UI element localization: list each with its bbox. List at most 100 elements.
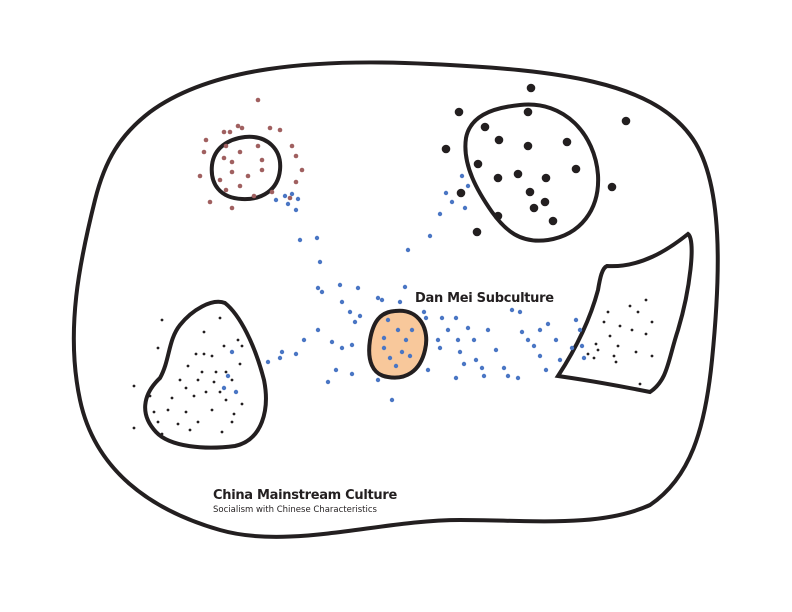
- blue-dots: [221, 173, 587, 403]
- blue-dot: [315, 327, 321, 333]
- black-dot: [202, 352, 206, 356]
- black-dot: [607, 182, 617, 192]
- blue-dot: [297, 237, 303, 243]
- black-dot: [236, 338, 240, 342]
- black-dot: [238, 362, 242, 366]
- blue-dot: [381, 335, 387, 341]
- black-group-boundary: [463, 102, 601, 243]
- black-dot: [493, 173, 503, 183]
- brown-dot: [237, 183, 243, 189]
- blue-dot: [225, 373, 231, 379]
- black-dot: [540, 197, 550, 207]
- blue-dot: [545, 321, 551, 327]
- black-dot: [166, 408, 170, 412]
- brown-dot: [237, 149, 243, 155]
- brown-dot: [293, 179, 299, 185]
- blue-dot: [399, 349, 405, 355]
- blue-dot: [393, 363, 399, 369]
- black-dot: [218, 390, 222, 394]
- blue-dot: [577, 327, 583, 333]
- blue-dot: [427, 233, 433, 239]
- black-dot: [650, 320, 654, 324]
- blue-dot: [375, 377, 381, 383]
- blue-dot: [403, 337, 409, 343]
- black-dot: [493, 211, 503, 221]
- left-group-boundary: [143, 299, 268, 450]
- blue-dot: [557, 357, 563, 363]
- blue-dot: [493, 347, 499, 353]
- black-dot: [618, 324, 622, 328]
- blue-dot: [355, 285, 361, 291]
- blue-dot: [315, 285, 321, 291]
- brown-dot: [223, 187, 229, 193]
- black-dot: [621, 116, 631, 126]
- blue-dot: [473, 357, 479, 363]
- black-dot: [608, 334, 612, 338]
- blue-dot: [285, 201, 291, 207]
- black-dot: [210, 408, 214, 412]
- black-dot: [594, 342, 598, 346]
- mainstream-label: China Mainstream Culture: [213, 488, 397, 503]
- black-dot: [188, 428, 192, 432]
- blue-dot: [501, 365, 507, 371]
- black-dot: [176, 422, 180, 426]
- black-dot: [132, 426, 136, 430]
- brown-group-boundary: [209, 134, 283, 202]
- black-dot: [196, 378, 200, 382]
- blue-dot: [301, 337, 307, 343]
- brown-dot: [197, 173, 203, 179]
- brown-dot: [293, 153, 299, 159]
- black-dot: [614, 360, 618, 364]
- blue-dot: [471, 337, 477, 343]
- black-dots-large: [441, 83, 631, 237]
- brown-dot: [259, 167, 265, 173]
- blue-dot: [509, 307, 515, 313]
- blue-dot: [339, 299, 345, 305]
- blue-dot: [314, 235, 320, 241]
- black-dot: [596, 348, 600, 352]
- blue-dot: [349, 342, 355, 348]
- black-dot: [224, 370, 228, 374]
- blue-dot: [515, 375, 521, 381]
- blue-dot: [407, 353, 413, 359]
- black-dot: [562, 137, 572, 147]
- black-dot: [650, 354, 654, 358]
- black-dot: [529, 203, 539, 213]
- blue-dot: [405, 247, 411, 253]
- mainstream-culture-boundary: [71, 60, 720, 539]
- blue-dot: [465, 325, 471, 331]
- black-dot: [630, 328, 634, 332]
- blue-dot: [229, 349, 235, 355]
- black-dots-small: [132, 298, 654, 436]
- black-dot: [606, 310, 610, 314]
- blue-dot: [349, 371, 355, 377]
- blue-dot: [357, 313, 363, 319]
- brown-dot: [289, 143, 295, 149]
- black-dot: [184, 386, 188, 390]
- black-dot: [513, 169, 523, 179]
- blue-dot: [459, 173, 465, 179]
- black-dot: [441, 144, 451, 154]
- blue-dot: [295, 196, 301, 202]
- black-dot: [602, 320, 606, 324]
- blue-dot: [445, 327, 451, 333]
- blue-dot: [531, 343, 537, 349]
- blue-dot: [455, 337, 461, 343]
- black-dot: [586, 352, 590, 356]
- black-dot: [526, 83, 536, 93]
- brown-dot: [239, 125, 245, 131]
- brown-dot: [229, 159, 235, 165]
- brown-dot: [287, 195, 293, 201]
- black-dot: [616, 344, 620, 348]
- black-dot: [156, 420, 160, 424]
- blue-dot: [385, 317, 391, 323]
- black-dot: [202, 330, 206, 334]
- black-dot: [454, 107, 464, 117]
- black-dot: [204, 390, 208, 394]
- blue-dot: [453, 315, 459, 321]
- blue-dot: [389, 397, 395, 403]
- blue-dot: [481, 373, 487, 379]
- black-dot: [184, 410, 188, 414]
- blue-dot: [573, 317, 579, 323]
